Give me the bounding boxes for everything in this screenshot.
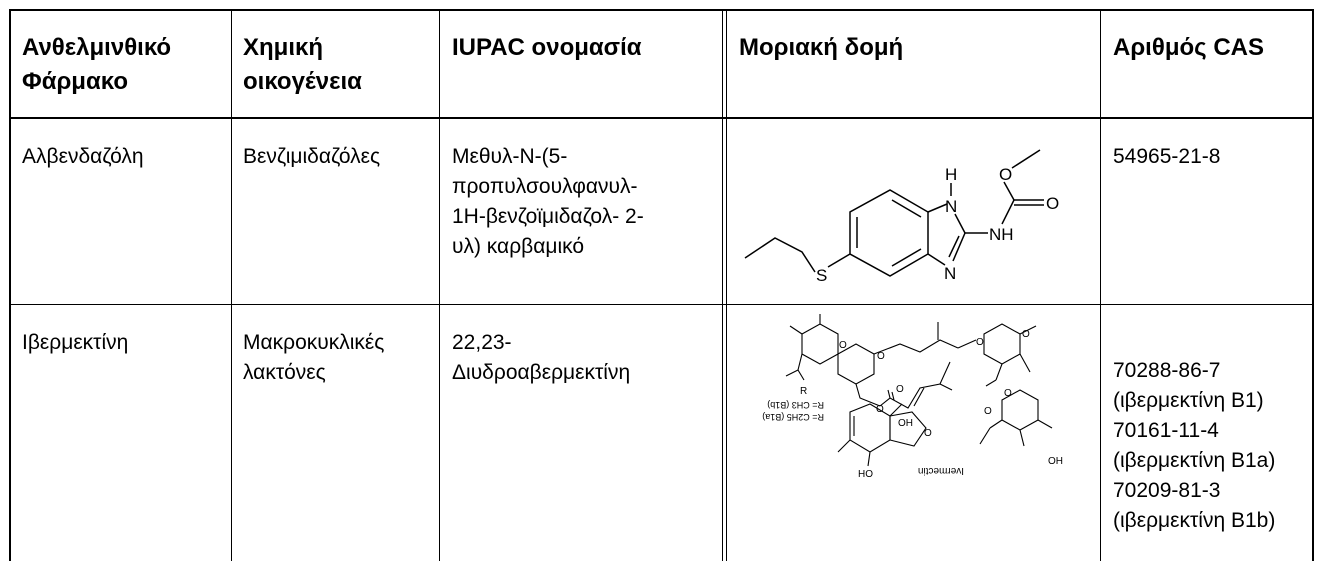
row2-cas: 70288-86-7 (ιβερμεκτίνη B1) 70161-11-4 (… [1113,359,1276,532]
row1-iupac: Μεθυλ-N-(5- προπυλσουλφανυλ- 1H-βενζοϊμι… [452,145,644,258]
col-divider-2 [439,9,440,561]
label-R-b1a: R= C2H5 (B1a) [762,412,824,422]
row-1-bottom [9,304,1314,305]
col-divider-3b [726,9,727,561]
label-R-b1b: R= CH3 (B1b) [767,400,824,410]
row2-family: Μακροκυκλικές λακτόνες [243,331,385,384]
label-O-methoxy: O [984,406,992,417]
label-OH-1: OH [898,418,913,429]
col-divider-4 [1100,9,1101,561]
atom-O1: O [999,165,1012,184]
label-O-sugar-3: O [1004,388,1012,399]
label-O-sugar-2: O [1022,329,1030,340]
header-structure: Μοριακή δομή [739,34,904,61]
header-cas: Αριθμός CAS [1113,34,1264,61]
atom-H: H [945,165,957,184]
atom-N2: N [944,264,956,283]
label-ivermectin: Ivermectin [918,465,964,476]
table-border-top [9,9,1314,11]
albendazole-structure: S H N N NH O O [744,149,1059,285]
label-O-sugar-1: O [976,337,984,348]
label-O-lactone-2: O [896,384,904,395]
atom-S: S [816,266,827,285]
label-O-ring-2: O [877,351,885,362]
label-R: R [800,386,807,397]
ivermectin-structure: O O O O O O O O O R R= CH3 (B1b) R= C2H5… [762,314,1063,480]
row2-drug: Ιβερμεκτίνη [22,331,129,354]
col-divider-1 [231,9,232,561]
label-HO: HO [858,469,873,480]
atom-O2: O [1046,194,1059,213]
label-O-furan: O [924,428,932,439]
header-iupac: IUPAC ονομασία [452,34,642,61]
row2-iupac: 22,23- Διυδροαβερμεκτίνη [452,331,631,384]
label-O-lactone-1: O [876,404,884,415]
label-OH-2: OH [1048,456,1063,467]
row1-cas: 54965-21-8 [1113,145,1221,168]
header-row-bottom [9,117,1314,119]
col-divider-3a [722,9,723,561]
label-O-ring-1: O [839,340,847,351]
table-border-right [1312,9,1314,561]
row1-family: Βενζιμιδαζόλες [243,145,381,168]
atom-N1: N [945,197,957,216]
table-border-left [9,9,11,561]
atom-NH: NH [989,225,1014,244]
row1-drug: Αλβενδαζόλη [22,145,144,168]
